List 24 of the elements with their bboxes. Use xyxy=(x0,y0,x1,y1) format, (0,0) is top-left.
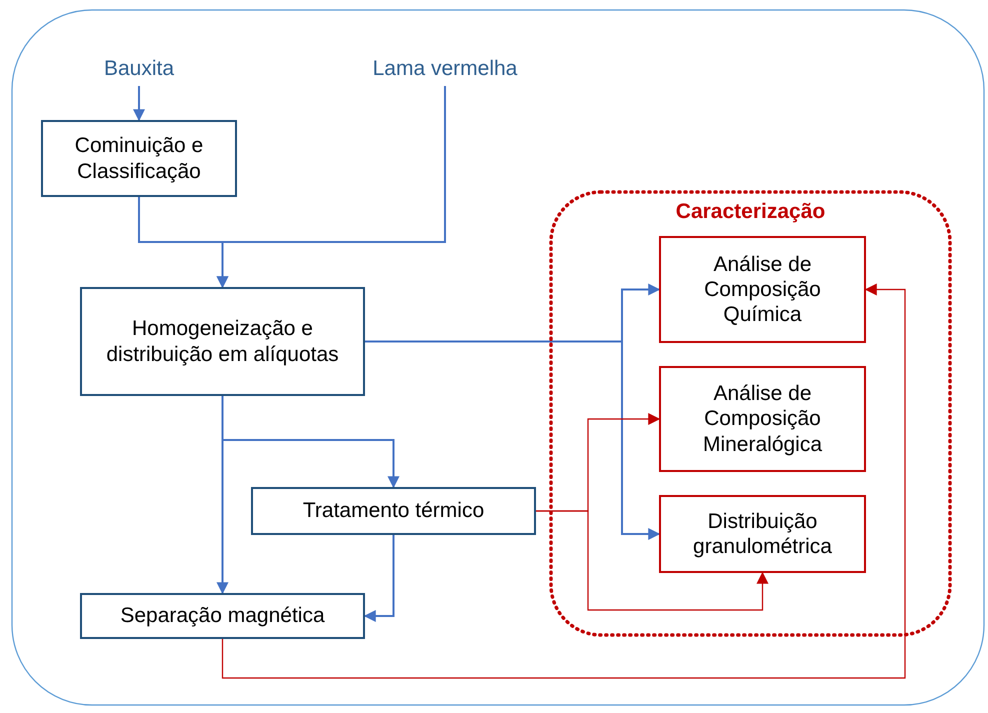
arrow xyxy=(222,284,906,679)
box-label: Cominuição e Classificação xyxy=(74,133,204,184)
process-box xyxy=(80,287,365,396)
arrow xyxy=(216,86,446,288)
group-frame xyxy=(549,190,952,637)
arrow xyxy=(536,510,768,611)
process-box xyxy=(80,593,365,639)
arrow xyxy=(364,535,394,622)
box-label: Separação magnética xyxy=(120,603,325,629)
group-heading: Caracterização xyxy=(676,199,826,224)
analysis-box xyxy=(659,495,866,573)
input-label: Lama vermelha xyxy=(372,56,518,82)
box-label: Homogeneização e distribuição em alíquotas xyxy=(105,316,340,367)
analysis-box xyxy=(659,236,866,343)
arrow xyxy=(133,86,145,122)
box-label: Análise de Composição Mineralógica xyxy=(702,381,824,457)
box-label: Distribuição granulométrica xyxy=(692,508,833,560)
process-box xyxy=(251,487,536,535)
arrow xyxy=(216,396,228,594)
process-box xyxy=(41,120,237,197)
input-label: Bauxita xyxy=(104,56,174,82)
box-label: Tratamento térmico xyxy=(302,498,484,524)
analysis-box xyxy=(659,366,866,472)
box-label: Análise de Composição Química xyxy=(703,252,822,328)
